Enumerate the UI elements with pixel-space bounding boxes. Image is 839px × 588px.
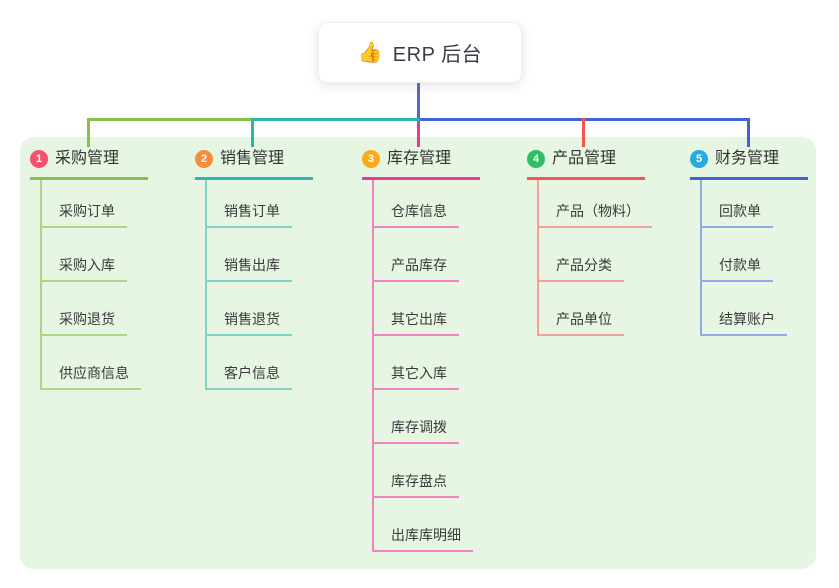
branch-children-inventory: 仓库信息产品库存其它出库其它入库库存调拨库存盘点出库库明细 — [372, 180, 522, 552]
branch-label: 产品管理 — [552, 150, 617, 167]
root-node-label: ERP 后台 — [392, 44, 483, 66]
branch-children-finance: 回款单付款单结算账户 — [700, 180, 839, 336]
child-node[interactable]: 采购入库 — [42, 228, 127, 282]
root-node-erp[interactable]: 👍 ERP 后台 — [318, 22, 522, 83]
branch-label: 库存管理 — [387, 150, 452, 167]
child-node[interactable]: 仓库信息 — [374, 180, 459, 228]
branch-number-badge: 2 — [195, 150, 213, 168]
branch-node-finance[interactable]: 5 财务管理 — [690, 148, 808, 180]
child-node[interactable]: 客户信息 — [207, 336, 292, 390]
thumbs-up-icon: 👍 — [357, 41, 383, 64]
child-node[interactable]: 产品库存 — [374, 228, 459, 282]
child-node[interactable]: 供应商信息 — [42, 336, 141, 390]
branch-node-sales[interactable]: 2 销售管理 — [195, 148, 313, 180]
child-node[interactable]: 其它出库 — [374, 282, 459, 336]
drop-line-purchase — [87, 118, 90, 147]
child-node[interactable]: 出库库明细 — [374, 498, 473, 552]
bus-line-green — [87, 118, 253, 121]
child-node[interactable]: 结算账户 — [702, 282, 787, 336]
branch-purchase: 1 采购管理采购订单采购入库采购退货供应商信息 — [30, 148, 190, 390]
child-node[interactable]: 其它入库 — [374, 336, 459, 390]
branch-label: 采购管理 — [55, 150, 120, 167]
child-node[interactable]: 回款单 — [702, 180, 773, 228]
child-node[interactable]: 产品单位 — [539, 282, 624, 336]
bus-line-teal — [253, 118, 420, 121]
branch-label: 财务管理 — [715, 150, 780, 167]
child-node[interactable]: 销售订单 — [207, 180, 292, 228]
branch-inventory: 3 库存管理仓库信息产品库存其它出库其它入库库存调拨库存盘点出库库明细 — [362, 148, 522, 552]
branch-number-badge: 1 — [30, 150, 48, 168]
branch-number-badge: 3 — [362, 150, 380, 168]
branch-children-product: 产品（物料）产品分类产品单位 — [537, 180, 687, 336]
branch-finance: 5 财务管理回款单付款单结算账户 — [690, 148, 839, 336]
child-node[interactable]: 产品分类 — [539, 228, 624, 282]
child-node[interactable]: 销售退货 — [207, 282, 292, 336]
child-node[interactable]: 采购退货 — [42, 282, 127, 336]
branch-node-purchase[interactable]: 1 采购管理 — [30, 148, 148, 180]
child-node[interactable]: 付款单 — [702, 228, 773, 282]
branch-label: 销售管理 — [220, 150, 285, 167]
child-node[interactable]: 库存调拨 — [374, 390, 459, 444]
drop-line-inventory — [417, 121, 420, 147]
child-node[interactable]: 销售出库 — [207, 228, 292, 282]
drop-line-finance — [747, 118, 750, 147]
branch-number-badge: 5 — [690, 150, 708, 168]
branch-number-badge: 4 — [527, 150, 545, 168]
branch-children-purchase: 采购订单采购入库采购退货供应商信息 — [40, 180, 190, 390]
bus-line-blue — [420, 118, 750, 121]
child-node[interactable]: 产品（物料） — [539, 180, 652, 228]
branch-children-sales: 销售订单销售出库销售退货客户信息 — [205, 180, 355, 390]
root-connector-line — [417, 83, 420, 123]
branch-node-product[interactable]: 4 产品管理 — [527, 148, 645, 180]
child-node[interactable]: 采购订单 — [42, 180, 127, 228]
branch-sales: 2 销售管理销售订单销售出库销售退货客户信息 — [195, 148, 355, 390]
drop-line-product — [582, 118, 585, 147]
child-node[interactable]: 库存盘点 — [374, 444, 459, 498]
branch-node-inventory[interactable]: 3 库存管理 — [362, 148, 480, 180]
branch-product: 4 产品管理产品（物料）产品分类产品单位 — [527, 148, 687, 336]
drop-line-sales — [251, 118, 254, 147]
